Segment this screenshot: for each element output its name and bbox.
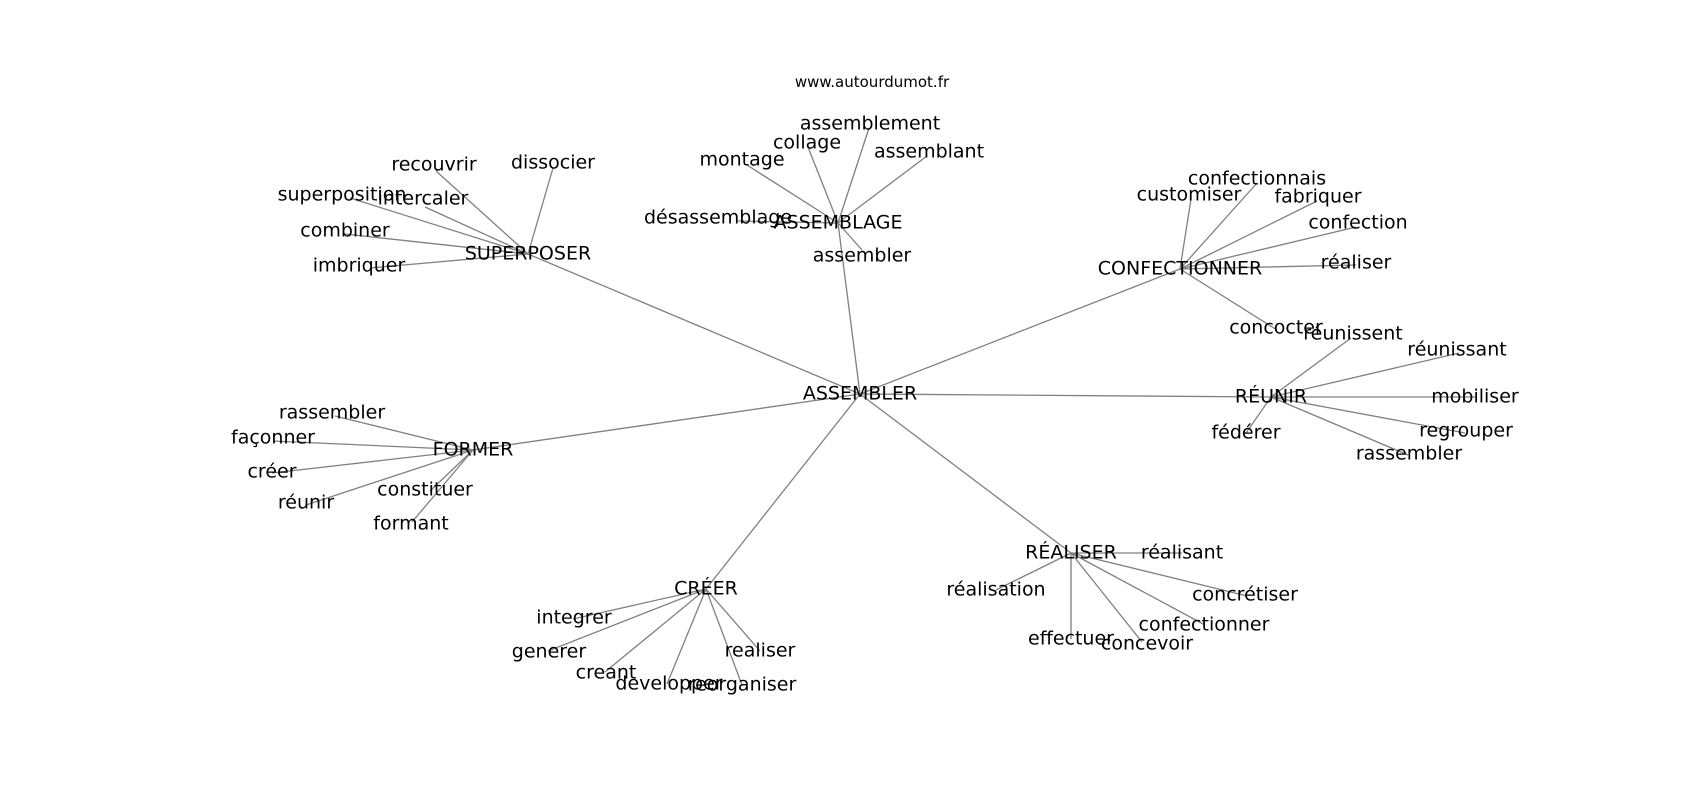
edge-center-realiser [859, 393, 1072, 554]
leaf-node-realisant: réalisant [1140, 541, 1224, 564]
edge-superposer-leaf-0 [435, 170, 529, 255]
edge-realiser-leaf-5 [1070, 552, 1143, 643]
leaf-node-assembler: assembler [812, 244, 912, 267]
leaf-node-federer: fédérer [1211, 421, 1281, 444]
edge-center-reunir [859, 393, 1272, 398]
leaf-node-formant: formant [373, 512, 449, 535]
edge-superposer-leaf-4 [344, 233, 529, 255]
leaf-node-confectionner: confectionner [1138, 613, 1270, 636]
leaf-node-combiner: combiner [300, 219, 390, 242]
edge-confectionner-leaf-3 [1179, 226, 1357, 270]
edge-realiser-leaf-1 [995, 552, 1072, 591]
edge-superposer-leaf-2 [349, 197, 529, 255]
edge-former-leaf-1 [272, 440, 474, 451]
edge-assemblage-leaf-5 [837, 222, 863, 251]
edge-former-leaf-4 [429, 449, 474, 492]
leaf-node-desassemblage: désassemblage [643, 206, 793, 229]
edge-superposer-leaf-5 [369, 253, 529, 269]
edge-assemblage-leaf-3 [837, 155, 928, 224]
edge-confectionner-leaf-4 [1179, 264, 1357, 270]
hub-node-confectionner: CONFECTIONNER [1097, 257, 1263, 280]
edge-creer-leaf-2 [604, 588, 707, 673]
edge-assemblage-leaf-2 [746, 164, 839, 224]
edge-center-confectionner [859, 268, 1181, 395]
leaf-node-assemblement: assemblement [799, 112, 941, 135]
hub-node-superposer: SUPERPOSER [464, 242, 592, 265]
edge-center-assemblage [837, 222, 861, 395]
edge-center-superposer [527, 253, 861, 395]
hub-node-former: FORMER [432, 438, 514, 461]
leaf-node-confectionnais: confectionnais [1187, 167, 1327, 190]
leaf-node-realiser-creer: realiser [724, 639, 796, 662]
edge-center-former [472, 393, 861, 451]
leaf-node-realiser: réaliser [1320, 251, 1392, 274]
leaf-node-customiser: customiser [1136, 183, 1242, 206]
edge-superposer-leaf-3 [424, 206, 529, 255]
hub-node-assemblage: ASSEMBLAGE [773, 211, 903, 234]
leaf-node-reunissant: réunissant [1407, 338, 1507, 361]
edge-former-leaf-0 [334, 415, 474, 451]
edge-superposer-leaf-1 [527, 167, 554, 255]
edge-creer-leaf-1 [547, 588, 707, 652]
edge-confectionner-leaf-5 [1179, 268, 1278, 331]
leaf-node-integrer: integrer [536, 606, 612, 629]
leaf-node-creant: creant [575, 661, 637, 684]
edge-former-leaf-2 [271, 449, 474, 474]
edge-creer-leaf-4 [705, 588, 743, 686]
edge-assemblage-leaf-4 [737, 220, 839, 224]
leaf-node-montage: montage [699, 148, 785, 171]
edge-confectionner-leaf-1 [1179, 198, 1192, 270]
edge-confectionner-leaf-2 [1179, 200, 1318, 270]
leaf-node-creer: créer [247, 460, 297, 483]
hub-node-reunir: RÉUNIR [1234, 385, 1308, 408]
edge-creer-leaf-5 [705, 588, 761, 652]
edge-center-creer [705, 393, 861, 590]
edge-realiser-leaf-2 [1070, 552, 1248, 597]
leaf-node-confection: confection [1308, 211, 1408, 234]
leaf-node-imbriquer: imbriquer [312, 254, 406, 277]
leaf-node-assemblant: assemblant [873, 140, 985, 163]
leaf-node-dissocier: dissocier [511, 151, 595, 174]
leaf-node-recouvrir: recouvrir [391, 153, 477, 176]
edge-former-leaf-5 [411, 449, 474, 523]
leaf-node-concevoir: concevoir [1100, 632, 1194, 655]
leaf-node-effectuer: effectuer [1028, 627, 1114, 650]
hub-node-realiser: RÉALISER [1025, 541, 1117, 564]
leaf-node-reunir: réunir [277, 491, 335, 514]
leaf-node-generer: generer [511, 640, 587, 663]
leaf-node-concocter: concocter [1229, 316, 1323, 339]
leaf-node-rassembler-former: rassembler [278, 401, 386, 424]
source-url: www.autourdumot.fr [794, 73, 950, 91]
edge-creer-leaf-3 [666, 588, 707, 685]
edge-assemblage-leaf-1 [807, 146, 839, 224]
leaf-node-reorganiser: reorganiser [687, 673, 797, 696]
edge-realiser-leaf-3 [1070, 552, 1206, 626]
edge-reunir-leaf-4 [1270, 396, 1466, 434]
edge-creer-leaf-0 [572, 588, 707, 620]
edge-reunir-leaf-0 [1270, 337, 1352, 398]
center-node-assembler: ASSEMBLER [802, 382, 918, 405]
leaf-node-superposition: superposition [277, 183, 407, 206]
leaf-node-intercaler: intercaler [377, 187, 469, 210]
leaf-node-fabriquer: fabriquer [1274, 185, 1362, 208]
edge-assemblage-leaf-0 [837, 127, 870, 224]
leaf-node-regrouper: regrouper [1419, 419, 1513, 442]
leaf-node-developper: developper [615, 672, 723, 695]
leaf-node-collage: collage [772, 131, 842, 154]
edge-reunir-leaf-3 [1245, 396, 1272, 434]
leaf-node-rassembler-reunir: rassembler [1355, 442, 1463, 465]
hub-node-creer: CRÉER [674, 577, 738, 600]
edge-reunir-leaf-5 [1270, 396, 1409, 456]
leaf-node-constituer: constituer [377, 478, 473, 501]
edge-reunir-leaf-1 [1270, 352, 1460, 398]
leaf-node-concretiser: concrétiser [1192, 583, 1298, 606]
edge-confectionner-leaf-0 [1179, 182, 1258, 270]
edge-former-leaf-3 [305, 449, 474, 506]
leaf-node-reunissent: réunissent [1303, 322, 1403, 345]
leaf-node-mobiliser: mobiliser [1431, 385, 1519, 408]
leaf-node-realisation: réalisation [946, 578, 1046, 601]
leaf-node-faconner: façonner [231, 426, 315, 449]
